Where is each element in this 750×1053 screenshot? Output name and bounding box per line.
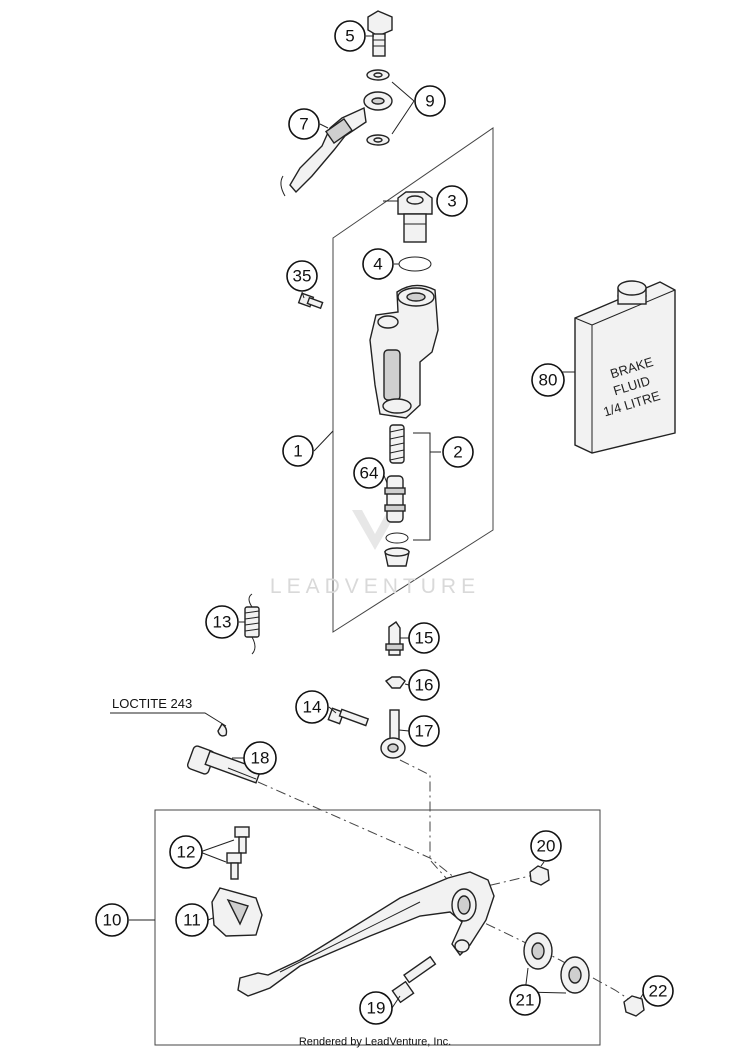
push-rod	[385, 621, 404, 656]
svg-text:9: 9	[425, 92, 434, 111]
svg-text:64: 64	[360, 464, 379, 483]
watermark-text: LEADVENTURE	[270, 575, 480, 598]
svg-text:21: 21	[516, 991, 535, 1010]
callout-35: 35	[286, 260, 318, 292]
assembly-line-clevis	[399, 759, 456, 889]
callout-21: 21	[509, 984, 541, 1016]
callout-19: 19	[359, 991, 393, 1025]
brake-fluid-can: BRAKE FLUID 1/4 LITRE	[574, 280, 676, 454]
piston-spring	[389, 424, 405, 464]
svg-text:20: 20	[537, 837, 556, 856]
pedal-assembly-frame	[154, 809, 601, 1046]
callout-7: 7	[288, 108, 320, 140]
callout-10: 10	[95, 903, 129, 937]
brake-hose	[280, 106, 367, 197]
callout-15: 15	[408, 622, 440, 654]
svg-text:35: 35	[293, 267, 312, 286]
svg-text:13: 13	[213, 613, 232, 632]
piston	[384, 475, 406, 523]
loctite-leader	[110, 712, 227, 727]
callout-5: 5	[334, 20, 366, 52]
footer-credit: Rendered by LeadVenture, Inc.	[299, 1036, 451, 1048]
screw	[297, 292, 324, 310]
clevis-bolt	[327, 707, 370, 727]
callout-4: 4	[362, 248, 394, 280]
svg-text:7: 7	[299, 115, 308, 134]
callout-11: 11	[175, 903, 209, 937]
clevis	[380, 709, 406, 759]
foot-step	[211, 887, 263, 937]
svg-text:4: 4	[373, 255, 382, 274]
svg-text:18: 18	[251, 749, 270, 768]
svg-text:5: 5	[345, 27, 354, 46]
callout-2: 2	[442, 436, 474, 468]
reservoir-connector	[397, 191, 433, 243]
svg-text:22: 22	[649, 982, 668, 1001]
pedal-bearings	[523, 932, 590, 994]
brake-pedal	[237, 871, 495, 997]
master-cylinder-frame	[332, 127, 494, 633]
svg-text:17: 17	[415, 722, 434, 741]
assembly-line-pivot	[257, 781, 535, 891]
lock-nut	[384, 676, 406, 689]
sealing-washers	[366, 69, 390, 146]
svg-text:12: 12	[177, 843, 196, 862]
svg-text:16: 16	[415, 676, 434, 695]
master-cylinder-body	[369, 284, 439, 419]
svg-text:14: 14	[303, 698, 322, 717]
banjo-fitting	[363, 91, 393, 111]
svg-text:1: 1	[293, 442, 302, 461]
return-spring	[244, 593, 260, 655]
watermark-logo	[352, 510, 398, 550]
callout-16: 16	[408, 669, 440, 701]
callout-20: 20	[530, 830, 562, 862]
callout-18: 18	[243, 741, 277, 775]
loctite-drop	[217, 723, 228, 737]
callout-1: 1	[282, 435, 314, 467]
footpeg-bolts	[226, 826, 250, 880]
svg-text:11: 11	[183, 911, 201, 930]
svg-text:3: 3	[447, 192, 456, 211]
loctite-note: LOCTITE 243	[112, 696, 192, 711]
svg-text:10: 10	[103, 911, 122, 930]
svg-text:15: 15	[415, 629, 434, 648]
callout-17: 17	[408, 715, 440, 747]
banjo-bolt	[367, 10, 393, 57]
callout-12: 12	[169, 835, 203, 869]
piston-kit-bracket	[413, 432, 431, 541]
pedal-nut	[529, 865, 550, 886]
assembly-line-bearing	[467, 914, 631, 1001]
pivot-bolt	[186, 745, 262, 784]
svg-text:2: 2	[453, 443, 462, 462]
piston-seal	[384, 532, 410, 567]
pedal-bolt	[391, 955, 437, 1004]
svg-text:19: 19	[367, 999, 386, 1018]
callout-22: 22	[642, 975, 674, 1007]
callout-9: 9	[414, 85, 446, 117]
svg-text:80: 80	[539, 371, 558, 390]
callout-64: 64	[353, 457, 385, 489]
callout-14: 14	[295, 690, 329, 724]
end-nut	[623, 995, 645, 1017]
o-ring	[398, 256, 432, 272]
callout-13: 13	[205, 605, 239, 639]
callout-3: 3	[436, 185, 468, 217]
callout-80: 80	[531, 363, 565, 397]
